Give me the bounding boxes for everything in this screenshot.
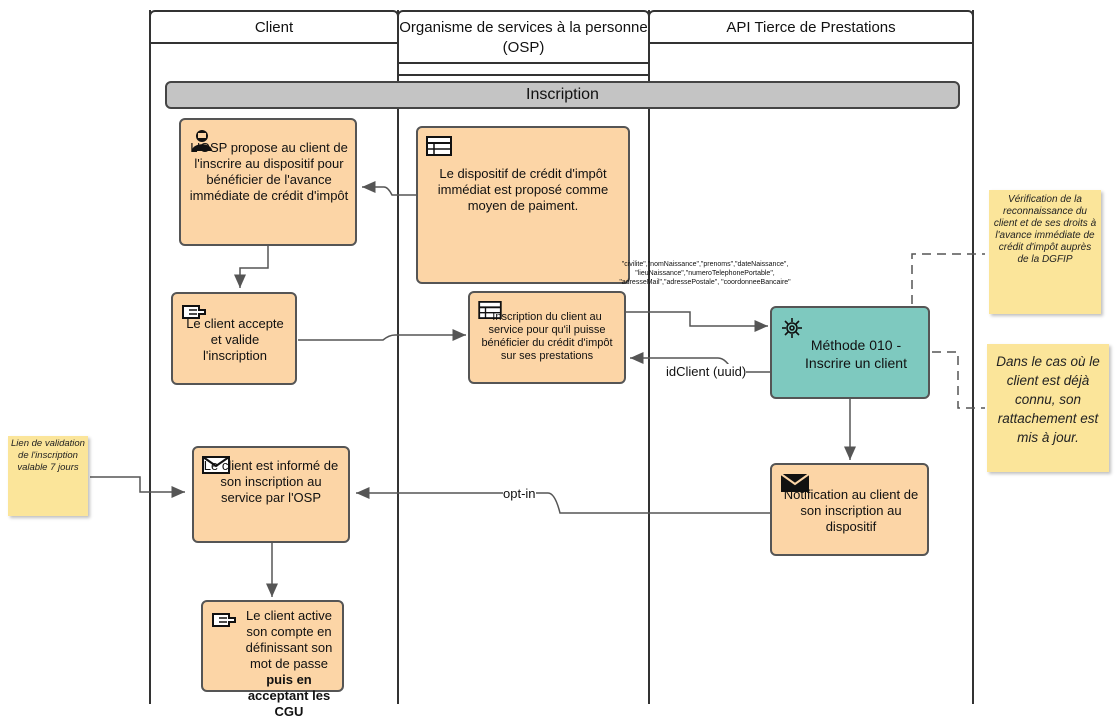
label-idclient: idClient (uuid) — [666, 364, 747, 379]
arrow-lien-note — [90, 476, 185, 498]
lane-border-4 — [972, 10, 974, 704]
arrow-accepte-to-inscription — [298, 329, 466, 341]
hand-icon — [182, 305, 206, 319]
note-lien-text: Lien de validation de l'inscription vala… — [11, 438, 85, 473]
box-inscription-service-text: Inscription du client au service pour qu… — [481, 311, 613, 362]
table-icon — [426, 136, 452, 156]
parameter-list: "civilite","nomNaissance","prenoms","dat… — [619, 261, 791, 286]
box-client-accepte: Le client accepte et valide l'inscriptio… — [171, 292, 297, 385]
arrow-notification-to-informe — [356, 487, 770, 514]
envelope-icon — [202, 456, 230, 474]
phase-bar: Inscription — [165, 81, 960, 109]
box-client-accepte-text: Le client accepte et valide l'inscriptio… — [186, 316, 284, 363]
note-verification-text: Vérification de la reconnaissance du cli… — [993, 194, 1097, 265]
arrow-inscription-to-methode — [626, 311, 768, 332]
arrow-dispositif-to-propose — [362, 181, 416, 196]
lane-border-1 — [149, 10, 151, 704]
lane-header-client: Client — [149, 10, 399, 44]
lane-header-api: API Tierce de Prestations — [648, 10, 974, 44]
box-dispositif-text: Le dispositif de crédit d'impôt immédiat… — [437, 166, 609, 213]
box-client-informe-text: Le client est informé de son inscription… — [203, 458, 339, 505]
table-icon — [478, 301, 502, 319]
note-lien: Lien de validation de l'inscription vala… — [8, 436, 88, 516]
phase-title: Inscription — [526, 86, 599, 103]
note-deja-connu-text: Dans le cas où le client est déjà connu,… — [996, 354, 1100, 445]
lane-title-client: Client — [254, 19, 294, 36]
dashed-deja-connu — [932, 351, 985, 409]
note-verification: Vérification de la reconnaissance du cli… — [989, 190, 1101, 314]
box-client-informe: Le client est informé de son inscription… — [192, 446, 350, 543]
lane-title-api: API Tierce de Prestations — [726, 19, 896, 36]
lane-title-osp: Organisme de services à la personne (OSP… — [399, 19, 648, 56]
box-dispositif: Le dispositif de crédit d'impôt immédiat… — [416, 126, 630, 284]
box-client-active: Le client active son compte en définissa… — [201, 600, 344, 719]
arrow-propose-to-accepte — [234, 246, 269, 288]
hand-icon — [212, 613, 236, 627]
lane-border-2 — [397, 10, 399, 704]
label-optin: opt-in — [503, 486, 536, 501]
box-inscription-service: Inscription du client au service pour qu… — [468, 291, 626, 384]
gear-icon — [782, 318, 802, 338]
box-methode-010-text: Méthode 010 - Inscrire un client — [805, 337, 907, 371]
envelope-icon — [780, 473, 810, 492]
box-client-active-text-bold: puis en acceptant les CGU — [247, 672, 331, 719]
person-icon — [192, 130, 212, 151]
box-notification: Notification au client de son inscriptio… — [770, 463, 929, 556]
box-osp-propose-text: L'OSP propose au client de l'inscrire au… — [189, 140, 349, 203]
box-client-active-text: Le client active son compte en définissa… — [239, 608, 339, 720]
lane-border-3 — [648, 10, 650, 704]
box-client-active-text-main: Le client active son compte en définissa… — [245, 608, 333, 671]
box-osp-propose: L'OSP propose au client de l'inscrire au… — [179, 118, 357, 246]
box-methode-010[interactable]: Méthode 010 - Inscrire un client — [770, 306, 930, 399]
box-notification-text: Notification au client de son inscriptio… — [783, 487, 919, 534]
note-deja-connu: Dans le cas où le client est déjà connu,… — [987, 344, 1109, 472]
dashed-verification — [911, 253, 985, 304]
